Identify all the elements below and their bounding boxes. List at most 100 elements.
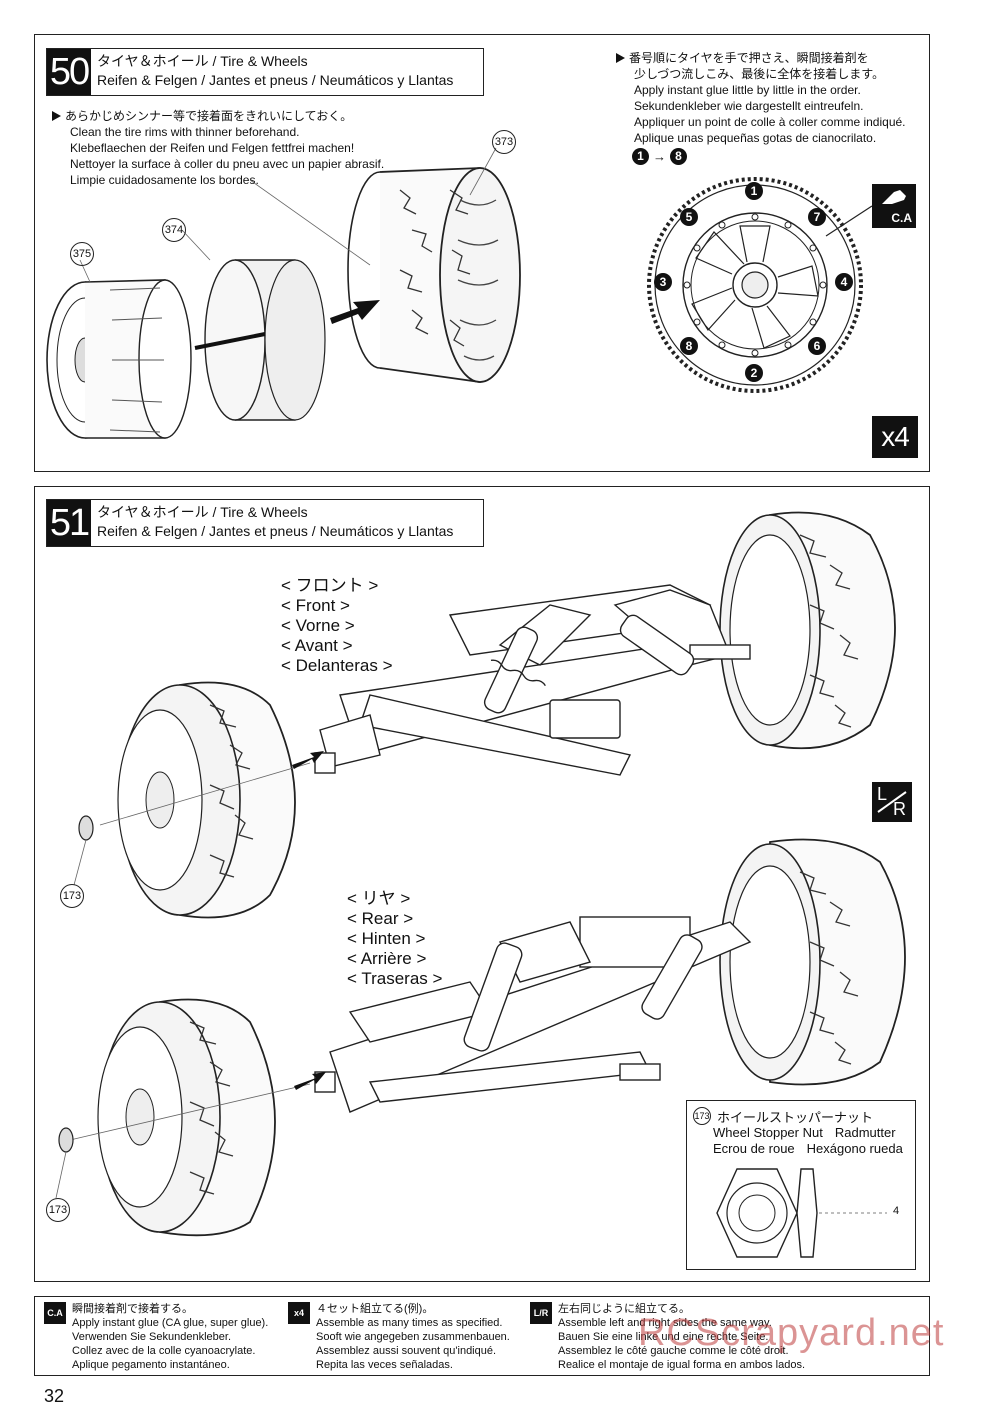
insert-arrow-icon bbox=[330, 300, 380, 324]
legend-lr-es: Realice el montaje de igual forma en amb… bbox=[558, 1359, 806, 1371]
rear-left-tire-drawing bbox=[97, 998, 276, 1237]
glue-note-de: Sekundenkleber wie dargestellt eintreufe… bbox=[634, 99, 864, 113]
legend-ca-es: Aplique pegamento instantáneo. bbox=[72, 1359, 230, 1371]
part-375-callout: 375 bbox=[70, 242, 94, 266]
step-50-number: 50 bbox=[47, 49, 91, 95]
legend-x4-de: Sooft wie angegeben zusammenbauen. bbox=[316, 1331, 510, 1343]
ca-glue-badge: C.A bbox=[872, 184, 916, 228]
inset-title-de: Radmutter bbox=[834, 1125, 896, 1140]
glue-note-fr: Appliquer un point de colle à coller com… bbox=[634, 115, 906, 129]
order-badge-5: 5 bbox=[680, 208, 698, 226]
front-label-jp: < フロント > bbox=[281, 576, 379, 595]
step-51-header: 51 タイヤ＆ホイール / Tire & Wheels Reifen & Fel… bbox=[46, 499, 484, 547]
glue-note-es: Aplique unas pequeñas gotas de cianocril… bbox=[634, 131, 877, 145]
front-right-tire-drawing bbox=[719, 511, 896, 750]
rear-nut-callout: 173 bbox=[46, 1198, 70, 1222]
inset-title-en: Wheel Stopper Nut bbox=[713, 1125, 823, 1140]
order-arrow: → bbox=[653, 149, 666, 164]
rear-label-es: < Traseras > bbox=[347, 969, 443, 988]
page-number: 32 bbox=[44, 1386, 65, 1406]
legend-panel bbox=[34, 1296, 930, 1376]
step-51-number: 51 bbox=[47, 500, 91, 546]
wheel-rim-drawing bbox=[46, 279, 192, 439]
rear-suspension-drawing bbox=[329, 916, 752, 1113]
rear-label-jp: < リヤ > bbox=[347, 889, 411, 908]
legend-x4-fr: Assemblez aussi souvent qu'indiqué. bbox=[316, 1345, 497, 1357]
legend-x4-es: Repita las veces señaladas. bbox=[316, 1359, 453, 1371]
step-50-header: 50 タイヤ＆ホイール / Tire & Wheels Reifen & Fel… bbox=[46, 48, 484, 96]
clean-note-en: Clean the tire rims with thinner beforeh… bbox=[70, 125, 300, 139]
legend-ca-en: Apply instant glue (CA glue, super glue)… bbox=[72, 1317, 269, 1329]
nut-inset: 173 ホイールストッパーナット Wheel Stopper Nut Radmut… bbox=[686, 1100, 916, 1270]
clean-note-fr: Nettoyer la surface à coller du pneu ave… bbox=[70, 157, 385, 171]
legend-x4-en: Assemble as many times as specified. bbox=[316, 1317, 503, 1329]
slash-icon bbox=[877, 791, 907, 813]
clean-note: あらかじめシンナー等で接着面をきれいにしておく。 Clean the tire … bbox=[52, 108, 452, 188]
rear-label-fr: < Arrière > bbox=[347, 949, 427, 968]
glue-note: 番号順にタイヤを手で押さえ、瞬間接着剤を 少しづつ流しこみ、最後に全体を接着しま… bbox=[616, 50, 926, 146]
front-shocks-drawing bbox=[483, 614, 695, 714]
legend-x4-jp: ４セット組立てる(例)。 bbox=[316, 1303, 434, 1315]
front-chassis-drawing bbox=[73, 511, 896, 919]
lr-icon: L/R bbox=[530, 1302, 552, 1324]
legend-lr-jp: 左右同じように組立てる。 bbox=[558, 1303, 690, 1315]
legend-ca: C.A 瞬間接着剤で接着する。 Apply instant glue (CA g… bbox=[44, 1302, 268, 1372]
foam-insert-drawing bbox=[204, 259, 326, 421]
arrow-right-icon bbox=[616, 53, 625, 63]
rear-labels: < リヤ > < Rear > < Hinten > < Arrière > <… bbox=[347, 889, 442, 989]
step-50-title-line2: Reifen & Felgen / Jantes et pneus / Neum… bbox=[97, 72, 454, 88]
glue-note-jp2: 少しづつ流しこみ、最後に全体を接着します。 bbox=[634, 67, 885, 81]
order-badge-8: 8 bbox=[680, 337, 698, 355]
legend-lr-de: Bauen Sie eine linke und eine rechte Sei… bbox=[558, 1331, 769, 1343]
inset-title-jp: ホイールストッパーナット bbox=[717, 1110, 874, 1125]
lr-badge: L R bbox=[872, 782, 912, 822]
arrow-right-icon bbox=[52, 111, 61, 121]
inset-title-fr: Ecrou de roue bbox=[713, 1141, 795, 1156]
front-label-de: < Vorne > bbox=[281, 616, 355, 635]
nut-size: 4 bbox=[893, 1205, 900, 1217]
glue-bottle-icon bbox=[882, 190, 906, 204]
clean-note-de: Klebeflaechen der Reifen und Felgen fett… bbox=[70, 141, 355, 155]
legend-ca-de: Verwenden Sie Sekundenkleber. bbox=[72, 1331, 232, 1343]
rear-chassis-drawing bbox=[55, 838, 906, 1237]
rear-label-de: < Hinten > bbox=[347, 929, 426, 948]
front-left-tire-drawing bbox=[117, 681, 296, 919]
front-labels: < フロント > < Front > < Vorne > < Avant > <… bbox=[281, 576, 393, 676]
legend-ca-fr: Collez avec de la colle cyanoacrylate. bbox=[72, 1345, 256, 1357]
legend-x4: x4 ４セット組立てる(例)。 Assemble as many times a… bbox=[288, 1302, 510, 1372]
order-badge-3: 3 bbox=[654, 273, 672, 291]
inset-part-callout: 173 bbox=[693, 1107, 711, 1125]
clean-note-jp: あらかじめシンナー等で接着面をきれいにしておく。 bbox=[65, 109, 353, 123]
ca-glue-icon: C.A bbox=[44, 1302, 66, 1324]
x4-badge: x4 bbox=[872, 416, 918, 458]
glue-note-en: Apply instant glue little by little in t… bbox=[634, 83, 861, 97]
step-51-title-line1: タイヤ＆ホイール / Tire & Wheels bbox=[97, 504, 308, 520]
legend-lr-fr: Assemblez le côté gauche comme le côté d… bbox=[558, 1345, 789, 1357]
order-badge-4: 4 bbox=[835, 273, 853, 291]
glue-order-wheel-drawing bbox=[647, 177, 863, 393]
glue-note-jp1: 番号順にタイヤを手で押さえ、瞬間接着剤を bbox=[629, 51, 869, 65]
ca-pointer-line bbox=[825, 205, 873, 237]
front-label-es: < Delanteras > bbox=[281, 656, 393, 675]
rear-label-en: < Rear > bbox=[347, 909, 414, 928]
hex-nut-drawing bbox=[716, 1168, 887, 1258]
step-50-title-line1: タイヤ＆ホイール / Tire & Wheels bbox=[97, 53, 308, 69]
rear-right-tire-drawing bbox=[719, 838, 906, 1086]
order-range: 1 → 8 bbox=[632, 148, 687, 165]
inset-title-es: Hexágono rueda bbox=[806, 1141, 903, 1156]
rear-shocks-drawing bbox=[463, 934, 703, 1052]
clean-note-es: Limpie cuidadosamente los bordes. bbox=[70, 173, 259, 187]
order-badge-7: 7 bbox=[808, 208, 826, 226]
order-badge-1: 1 bbox=[745, 182, 763, 200]
legend-ca-jp: 瞬間接着剤で接着する。 bbox=[72, 1303, 193, 1315]
order-to-badge: 8 bbox=[670, 148, 687, 165]
tire-drawing bbox=[347, 167, 521, 383]
legend-lr-en: Assemble left and right sides the same w… bbox=[558, 1317, 772, 1329]
order-badge-2: 2 bbox=[745, 364, 763, 382]
legend-lr: L/R 左右同じように組立てる。 Assemble left and right… bbox=[530, 1302, 805, 1372]
x4-icon: x4 bbox=[288, 1302, 310, 1324]
part-373-callout: 373 bbox=[492, 130, 516, 154]
front-label-en: < Front > bbox=[281, 596, 350, 615]
front-axle-arrow-icon bbox=[292, 751, 324, 769]
wheel-exploded-drawing bbox=[46, 147, 521, 439]
